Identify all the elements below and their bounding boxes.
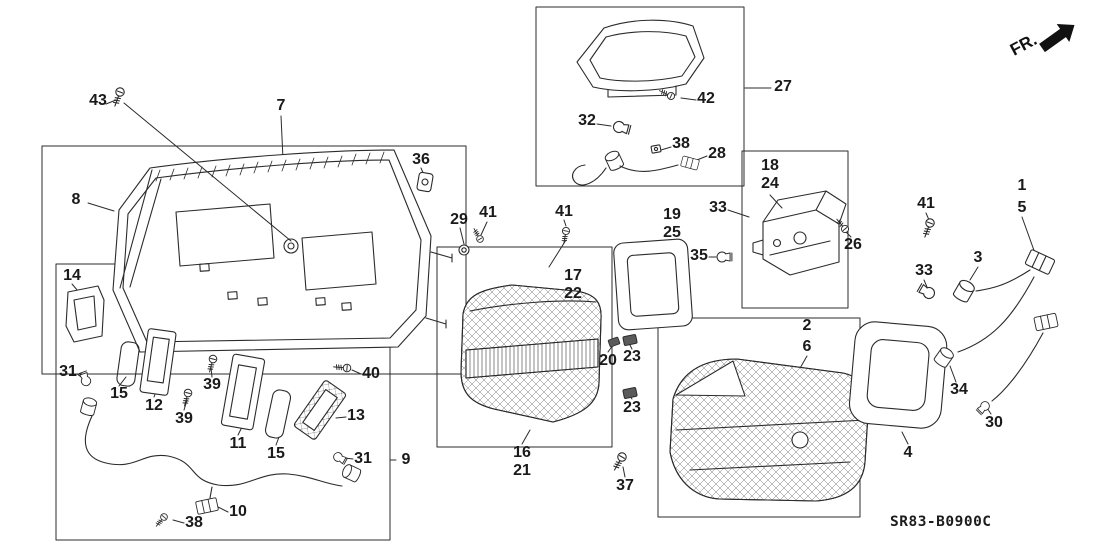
- license-light-hole: [283, 238, 299, 254]
- part-label-11: 11: [229, 435, 247, 452]
- taillight-lens-drawing: [460, 284, 602, 423]
- part-label-4: 4: [903, 444, 913, 461]
- rear-harness-drawing: [916, 217, 1059, 416]
- license-harness-drawing: [65, 285, 363, 529]
- bevel-hatch: [155, 151, 385, 182]
- part-label-8: 8: [71, 191, 81, 208]
- gasket-drawing: [848, 321, 948, 429]
- diagram-code: SR83-B0900C: [890, 514, 992, 530]
- leader-line-43: [123, 102, 292, 242]
- part-label-21: 21: [513, 462, 531, 479]
- part-label-25: 25: [663, 224, 681, 241]
- part-label-20: 20: [599, 352, 617, 369]
- gasket-15b: [264, 389, 292, 439]
- part-label-36: 36: [412, 151, 430, 168]
- part-label-38: 38: [185, 514, 203, 531]
- part-label-10: 10: [229, 503, 247, 520]
- part-label-18: 18: [761, 157, 779, 174]
- part-label-39: 39: [175, 410, 193, 427]
- part-label-33: 33: [915, 262, 933, 279]
- part-label-41: 41: [479, 204, 497, 221]
- part-label-6: 6: [802, 338, 812, 355]
- part-label-39: 39: [203, 376, 221, 393]
- part-label-3: 3: [973, 249, 983, 266]
- part-label-17: 17: [564, 267, 582, 284]
- high-mount-stoplight-drawing: [576, 19, 705, 98]
- part-label-22: 22: [564, 285, 582, 302]
- part-label-9: 9: [401, 451, 411, 468]
- taillight-assembly-drawing: [669, 358, 869, 502]
- gasket-15a: [116, 341, 140, 387]
- part-label-19: 19: [663, 206, 681, 223]
- part-label-41: 41: [555, 203, 573, 220]
- part-label-23: 23: [623, 399, 641, 416]
- part-label-27: 27: [774, 78, 792, 95]
- part-label-34: 34: [950, 381, 968, 398]
- bracket-drawing: [752, 190, 847, 276]
- part-label-2: 2: [802, 317, 812, 334]
- stoplight-parts: [572, 86, 700, 186]
- part-label-15: 15: [110, 385, 128, 402]
- garnish-fasteners: [110, 86, 486, 373]
- part-label-1: 1: [1017, 177, 1027, 194]
- fr-arrow-icon: [1039, 24, 1075, 53]
- leader-lines: [71, 87, 1037, 524]
- part-label-35: 35: [690, 247, 708, 264]
- part-label-24: 24: [761, 175, 779, 192]
- grommet-icon: [416, 171, 434, 193]
- part-label-30: 30: [985, 414, 1003, 431]
- part-label-33: 33: [709, 199, 727, 216]
- part-label-41: 41: [917, 195, 935, 212]
- part-label-32: 32: [578, 112, 596, 129]
- lamp-housing-13: [293, 380, 347, 440]
- lamp-housing-12: [139, 328, 177, 396]
- license-lamp-frame-drawing: [613, 238, 693, 331]
- part-label-28: 28: [708, 145, 726, 162]
- part-label-43: 43: [89, 92, 107, 109]
- part-label-12: 12: [145, 397, 163, 414]
- part-label-42: 42: [697, 90, 715, 107]
- part-label-16: 16: [513, 444, 531, 461]
- part-label-29: 29: [450, 211, 468, 228]
- part-label-14: 14: [63, 267, 81, 284]
- part-label-5: 5: [1017, 199, 1027, 216]
- part-label-13: 13: [347, 407, 365, 424]
- part-label-40: 40: [362, 365, 380, 382]
- part-label-37: 37: [616, 477, 634, 494]
- part-label-31: 31: [354, 450, 372, 467]
- stoplight-box: [535, 6, 745, 187]
- part-label-38: 38: [672, 135, 690, 152]
- lamp-housing-11: [220, 353, 266, 431]
- part-label-7: 7: [276, 97, 286, 114]
- part-label-23: 23: [623, 348, 641, 365]
- part-label-31: 31: [59, 363, 77, 380]
- part-label-26: 26: [844, 236, 862, 253]
- part-label-15: 15: [267, 445, 285, 462]
- license-garnish-drawing: [112, 149, 453, 353]
